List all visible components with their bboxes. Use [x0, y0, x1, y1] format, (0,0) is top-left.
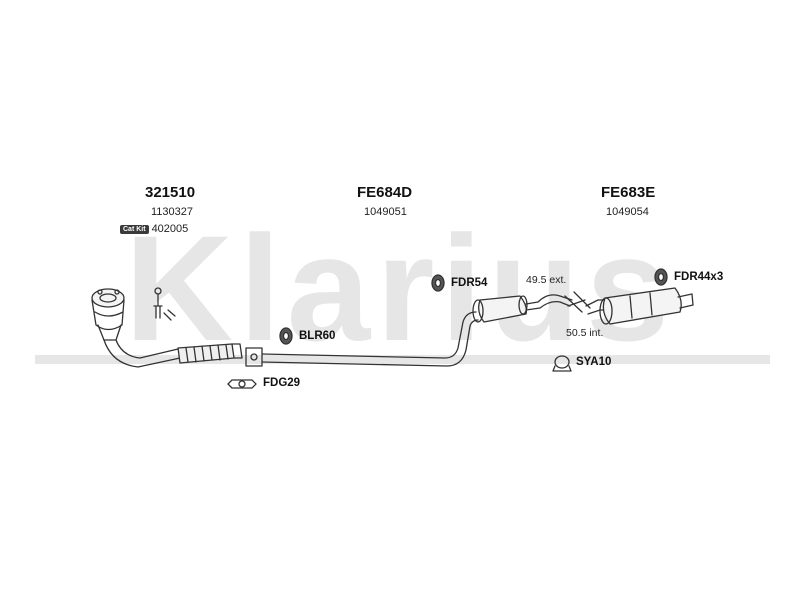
middle-pipe: [261, 311, 479, 367]
label-fdr54: FDR54: [451, 277, 488, 289]
pipe-joint: [564, 291, 591, 313]
lambda-sensor: [153, 287, 176, 321]
flexible-joint: [177, 343, 243, 364]
catalytic-converter: [91, 288, 125, 341]
part-number-catalytic: 321510: [145, 184, 196, 201]
blr60-icon: [279, 327, 293, 345]
part-number-middle: FE684D: [357, 184, 413, 201]
front-pipe: [103, 339, 181, 368]
ref-number-catalytic: 1130327: [151, 206, 194, 218]
watermark-bar: [35, 355, 770, 364]
cat-kit-ref: 402005: [151, 223, 189, 235]
middle-silencer: [472, 295, 528, 323]
part-number-rear: FE683E: [601, 184, 656, 201]
label-sya10: SYA10: [576, 356, 612, 368]
ref-number-rear: 1049054: [606, 206, 649, 218]
label-fdg29: FDG29: [263, 377, 301, 389]
rear-silencer: [599, 287, 694, 325]
cat-kit-row: Cat Kit 402005: [120, 223, 188, 235]
gasket-icon: [227, 379, 257, 389]
flange: [245, 347, 263, 367]
measurement-int: 50.5 int.: [566, 327, 604, 339]
connecting-pipe: [525, 294, 573, 311]
cat-kit-badge: Cat Kit: [120, 224, 149, 234]
fdr54-icon: [431, 274, 445, 292]
clamp-icon: [552, 355, 572, 372]
fdr44x3-icon: [654, 268, 668, 286]
measurement-ext: 49.5 ext.: [526, 274, 567, 286]
watermark-text: Klarius: [125, 204, 676, 372]
label-fdr44x3: FDR44x3: [674, 271, 724, 283]
ref-number-middle: 1049051: [364, 206, 407, 218]
label-blr60: BLR60: [299, 330, 336, 342]
